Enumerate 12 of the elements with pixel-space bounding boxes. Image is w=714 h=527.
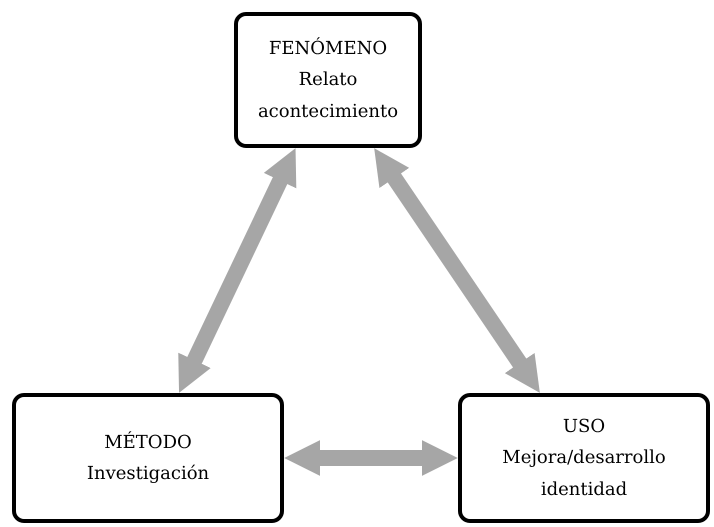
rounded-box bbox=[458, 393, 710, 523]
box-text: Investigación bbox=[86, 462, 210, 486]
double-arrow bbox=[284, 440, 458, 476]
double-arrow bbox=[178, 148, 296, 393]
box-heading: USO bbox=[562, 414, 606, 439]
rounded-box bbox=[12, 393, 284, 523]
rounded-box bbox=[234, 12, 422, 148]
box-text: Mejora/desarrollo identidad bbox=[501, 446, 667, 502]
double-arrow bbox=[374, 148, 540, 393]
box-heading: MÉTODO bbox=[104, 430, 192, 454]
box-text: Relato acontecimiento bbox=[256, 68, 400, 124]
box-heading: FENÓMENO bbox=[268, 36, 388, 61]
